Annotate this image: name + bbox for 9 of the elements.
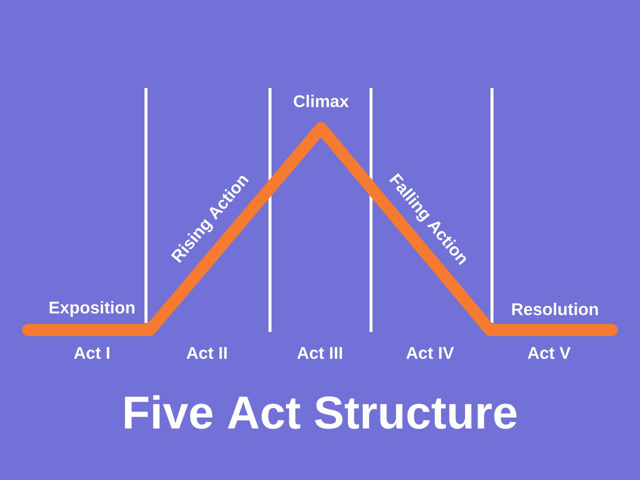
stage-label: Exposition xyxy=(50,301,134,317)
stage-label: Resolution xyxy=(512,302,598,316)
act-label: Act II xyxy=(186,347,227,359)
act-label: Act V xyxy=(528,347,571,359)
act-label: Act IV xyxy=(406,347,454,359)
act-label: Act III xyxy=(297,347,342,359)
stage-label: Climax xyxy=(294,94,349,108)
act-label: Act I xyxy=(74,347,110,359)
title: Five Act Structure xyxy=(124,395,516,429)
